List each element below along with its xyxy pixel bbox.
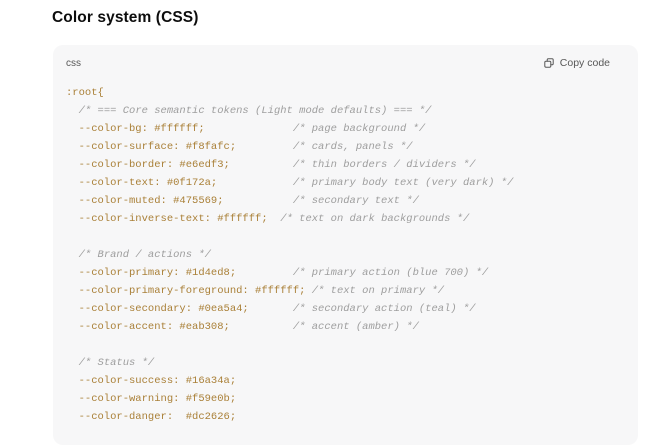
code-line: --color-warning: #f59e0b;	[66, 393, 237, 405]
code-line: --color-text: #0f172a; /* primary body t…	[66, 177, 514, 189]
code-line: --color-bg: #ffffff; /* page background …	[66, 123, 426, 135]
code-line	[66, 228, 625, 246]
code-line: --color-accent: #eab308; /* accent (ambe…	[66, 321, 419, 333]
copy-code-button[interactable]: Copy code	[543, 57, 610, 69]
page-title: Color system (CSS)	[52, 9, 199, 26]
code-line: --color-muted: #475569; /* secondary tex…	[66, 195, 419, 207]
code-line: --color-border: #e6edf3; /* thin borders…	[66, 159, 476, 171]
code-line: --color-primary-foreground: #ffffff; /* …	[66, 285, 445, 297]
code-line: --color-danger: #dc2626;	[66, 411, 237, 423]
code-line: --color-surface: #f8fafc; /* cards, pane…	[66, 141, 413, 153]
code-line: --color-primary: #1d4ed8; /* primary act…	[66, 267, 489, 279]
code-line	[66, 336, 625, 354]
code-line: --color-success: #16a34a;	[66, 375, 237, 387]
code-line: /* Brand / actions */	[78, 249, 211, 261]
code-line: --color-secondary: #0ea5a4; /* secondary…	[66, 303, 476, 315]
copy-icon	[543, 57, 555, 69]
code-block-header: css Copy code	[53, 45, 638, 72]
code-line: :root{	[66, 87, 104, 99]
code-line: --color-inverse-text: #ffffff; /* text o…	[66, 213, 470, 225]
code-language-label: css	[66, 57, 81, 69]
code-lines: :root{ /* === Core semantic tokens (Ligh…	[66, 84, 625, 426]
code-line: /* === Core semantic tokens (Light mode …	[78, 105, 432, 117]
code-content: :root{ /* === Core semantic tokens (Ligh…	[53, 84, 638, 426]
code-block: css Copy code :root{ /* === Core semanti…	[53, 45, 638, 445]
copy-code-label: Copy code	[559, 57, 610, 69]
code-line: /* Status */	[78, 357, 155, 369]
